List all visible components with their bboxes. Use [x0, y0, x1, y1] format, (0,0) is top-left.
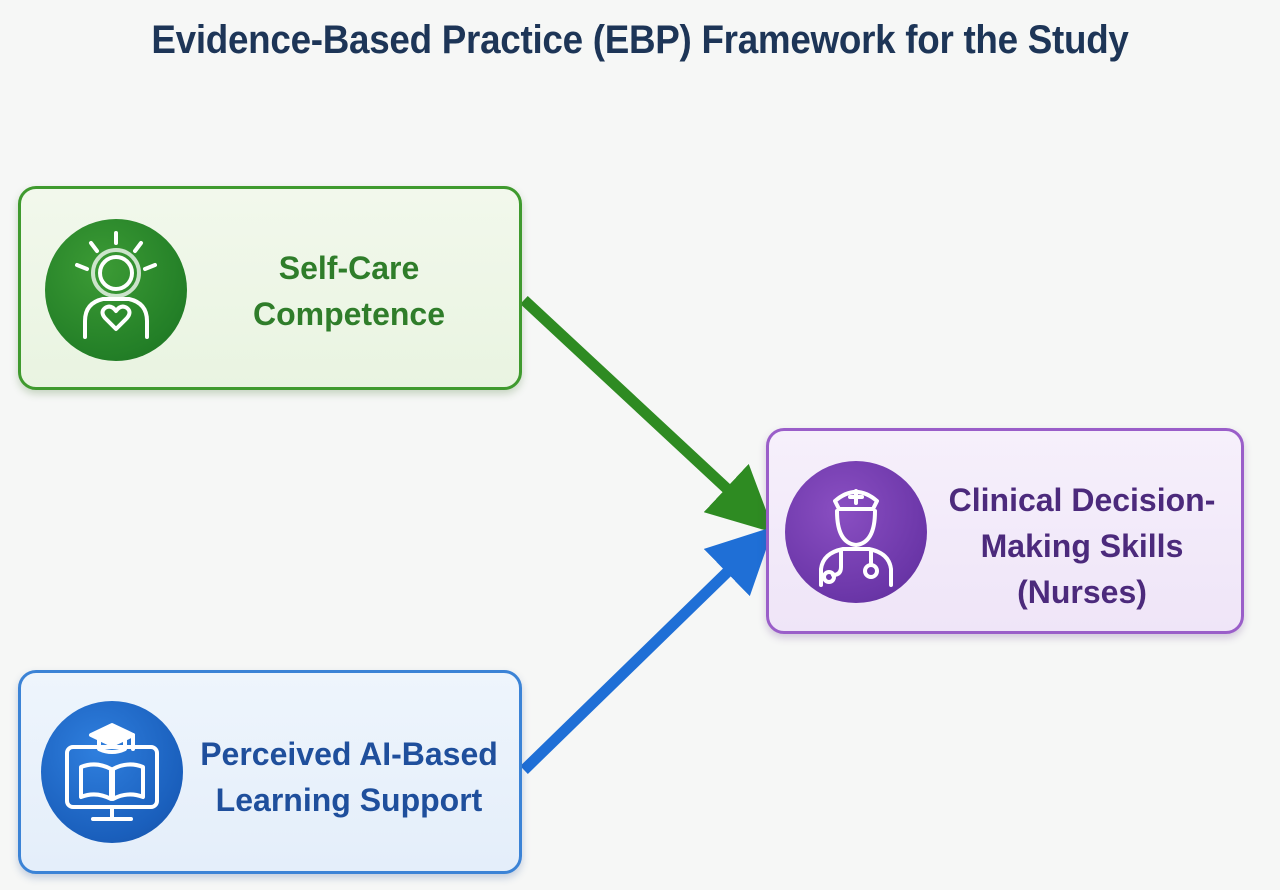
clinical-label-line-2: Making Skills — [980, 528, 1184, 564]
diagram-title: Evidence-Based Practice (EBP) Framework … — [151, 18, 1129, 62]
node-ai-learning-support: Perceived AI-Based Learning Support — [18, 670, 522, 874]
person-heart-icon — [45, 219, 187, 361]
clinical-label-line-3: (Nurses) — [1017, 574, 1147, 610]
node-self-care-competence: Self-Care Competence — [18, 186, 522, 390]
self-care-label-line-1: Self-Care — [278, 250, 420, 286]
ai-support-label-line-2: Learning Support — [215, 782, 483, 818]
ai-support-label: Perceived AI-Based Learning Support — [189, 731, 509, 823]
ai-support-label-line-1: Perceived AI-Based — [200, 736, 498, 772]
node-clinical-decision-making: Clinical Decision- Making Skills (Nurses… — [766, 428, 1244, 634]
nurse-icon — [785, 461, 927, 603]
arrow-ai-support-to-clinical — [520, 526, 775, 774]
graduation-monitor-icon — [41, 701, 183, 843]
self-care-label: Self-Care Competence — [199, 245, 499, 337]
clinical-label-line-1: Clinical Decision- — [948, 482, 1216, 518]
arrow-self-care-to-clinical — [520, 295, 775, 533]
clinical-label: Clinical Decision- Making Skills (Nurses… — [927, 477, 1237, 615]
self-care-label-line-2: Competence — [252, 296, 446, 332]
